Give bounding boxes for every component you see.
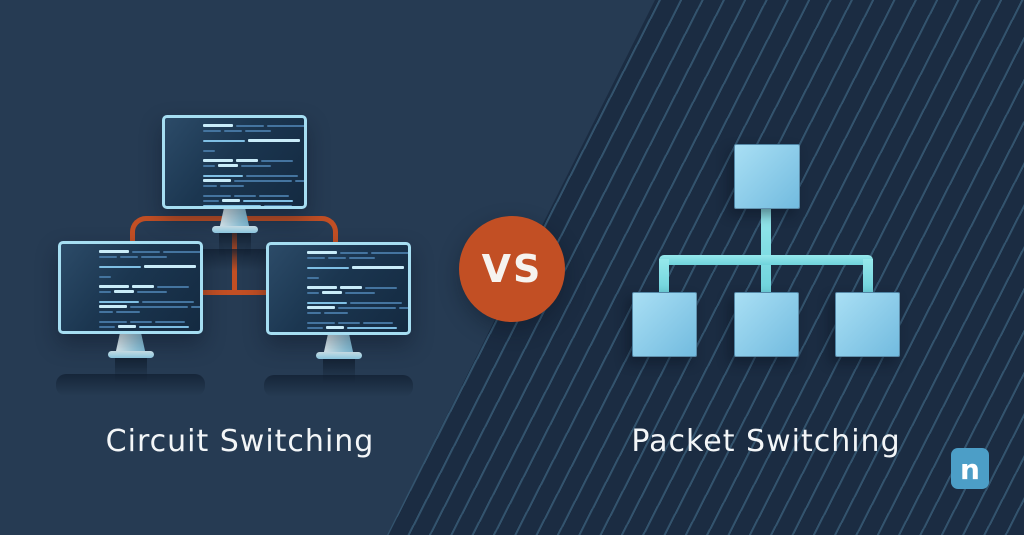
- packet-connector-right: [863, 259, 873, 292]
- desktop-monitor-right: [264, 242, 413, 397]
- packet-node-right: [835, 292, 900, 357]
- monitor-pedestal-shadow: [218, 229, 251, 257]
- monitor-code-screen: [269, 245, 408, 332]
- monitor-stand-base: [107, 351, 154, 358]
- caption-circuit-switching: Circuit Switching: [105, 424, 375, 459]
- packet-node-left: [632, 292, 697, 357]
- brand-logo: n: [951, 448, 989, 489]
- monitor-pedestal-shadow: [114, 354, 147, 382]
- packet-node-center: [734, 292, 799, 357]
- monitor-pedestal-shadow: [322, 355, 355, 383]
- monitor-stand-base: [211, 226, 258, 233]
- monitor-frame: [266, 242, 411, 335]
- desktop-monitor-left: [56, 241, 205, 396]
- packet-node-root: [734, 144, 800, 209]
- circuit-connector-horizontal: [201, 290, 271, 295]
- packet-connector-center: [761, 208, 771, 292]
- monitor-code-screen: [61, 244, 200, 331]
- packet-connector-left: [659, 259, 669, 292]
- monitor-code-screen: [165, 118, 304, 206]
- packet-connector-bar: [659, 255, 873, 265]
- monitor-frame: [58, 241, 203, 334]
- vs-badge: VS: [459, 216, 565, 322]
- monitor-stand-neck: [323, 335, 354, 354]
- desktop-monitor-top: [160, 115, 309, 271]
- monitor-desk-shadow: [56, 374, 205, 396]
- monitor-frame: [162, 115, 307, 209]
- monitor-stand-neck: [219, 209, 250, 228]
- caption-packet-switching: Packet Switching: [631, 424, 901, 459]
- brand-logo-letter: n: [960, 453, 980, 486]
- monitor-stand-neck: [115, 334, 146, 353]
- monitor-desk-shadow: [264, 375, 413, 397]
- vs-label: VS: [481, 247, 543, 291]
- monitor-stand-base: [315, 352, 362, 359]
